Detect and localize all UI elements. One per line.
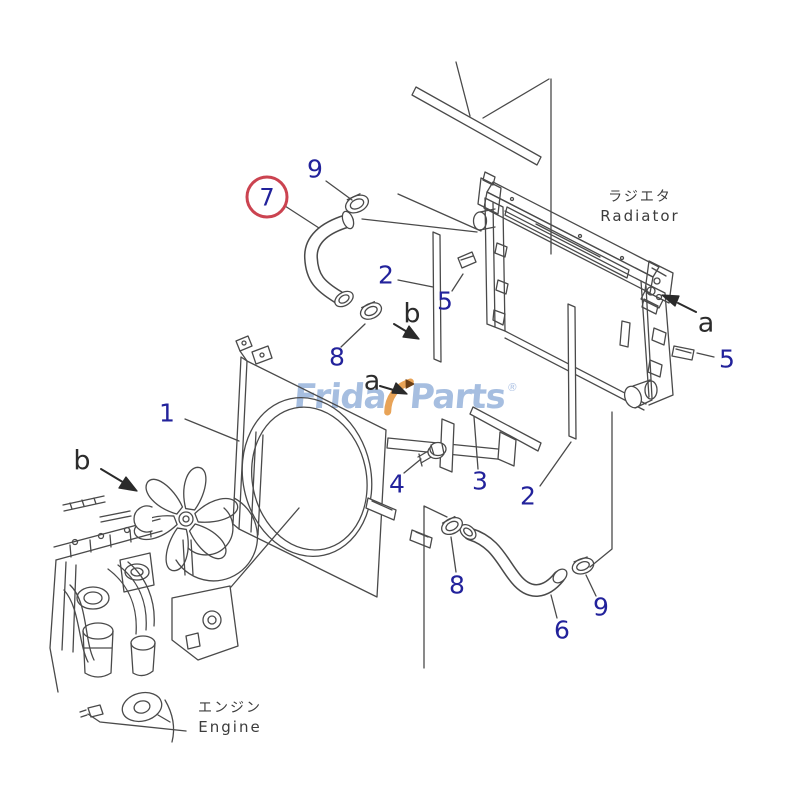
upper-hose-illustration xyxy=(304,210,355,308)
view-marker-b-center: b xyxy=(403,298,421,330)
fan-shroud-illustration xyxy=(232,335,517,598)
leader-lines xyxy=(184,61,715,669)
view-marker-a-center: a xyxy=(363,365,381,397)
callout-6: 6 xyxy=(554,615,570,645)
engine-fan-illustration xyxy=(133,466,239,572)
bolt-illustration xyxy=(417,441,447,467)
engine-caption-jp: エンジン xyxy=(198,700,262,716)
radiator-caption: ラジエタ Radiator xyxy=(585,189,695,225)
callout-7: 7 xyxy=(259,183,275,211)
seal-strip-illustrations xyxy=(411,86,577,452)
view-arrows xyxy=(100,294,697,492)
callout-8-lower: 8 xyxy=(449,570,465,600)
callout-5-right: 5 xyxy=(719,344,735,374)
callout-7-highlight-ring: 7 xyxy=(245,175,289,219)
engine-caption: エンジン Engine xyxy=(175,700,285,736)
callout-9-upper: 9 xyxy=(307,154,323,184)
callout-5-left: 5 xyxy=(437,286,453,316)
hose-clamp-8-upper xyxy=(359,301,383,320)
callout-1: 1 xyxy=(159,398,175,428)
callout-3: 3 xyxy=(472,466,488,496)
radiator-caption-en: Radiator xyxy=(600,206,680,225)
radiator-illustration xyxy=(472,171,674,411)
hose-clamp-9-lower xyxy=(571,556,595,575)
lower-hose-illustration xyxy=(459,523,568,597)
engine-caption-en: Engine xyxy=(198,717,262,736)
callout-8-upper: 8 xyxy=(329,342,345,372)
radiator-caption-jp: ラジエタ xyxy=(608,189,672,205)
view-marker-a-right: a xyxy=(697,307,715,339)
callout-4: 4 xyxy=(389,469,405,499)
engine-illustration xyxy=(49,431,300,743)
callout-2-upper: 2 xyxy=(378,260,394,290)
view-marker-b-left: b xyxy=(73,445,91,477)
hose-clamp-8-lower xyxy=(441,515,463,536)
callout-2-lower: 2 xyxy=(520,481,536,511)
mount-pad-illustrations xyxy=(457,251,695,361)
callout-9-lower: 9 xyxy=(593,592,609,622)
